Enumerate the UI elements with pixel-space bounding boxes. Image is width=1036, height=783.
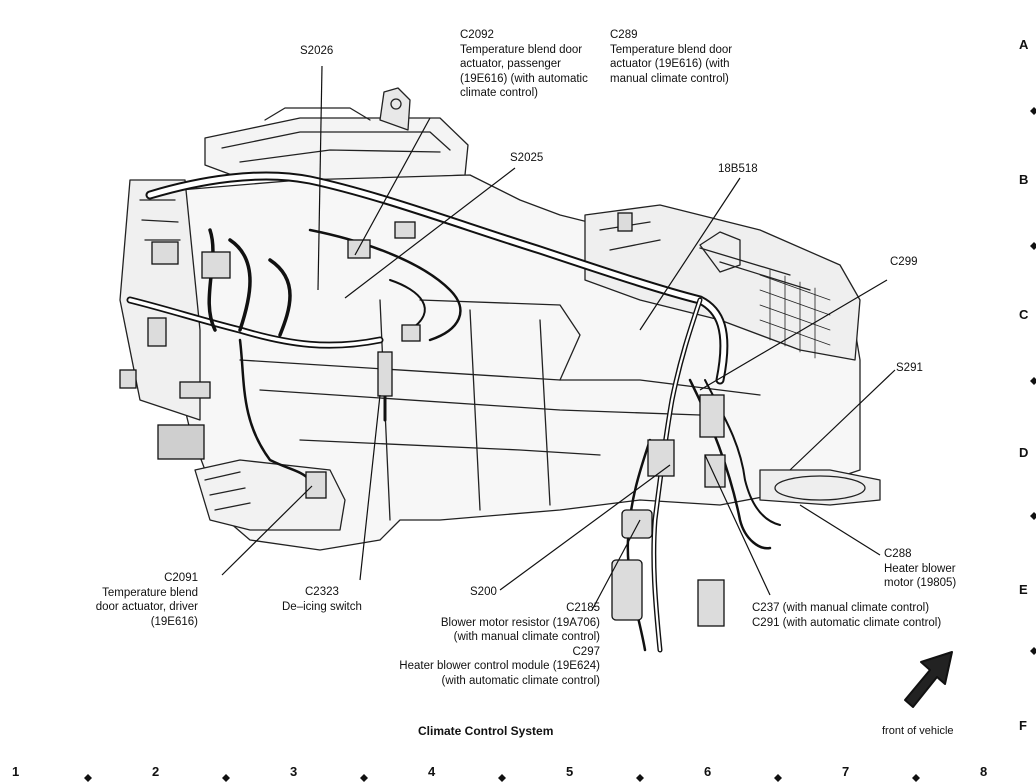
callout-s2025: S2025	[510, 151, 543, 166]
callout-line: Heater blower control module (19E624)	[399, 660, 600, 672]
grid-row-d: D	[1019, 445, 1029, 460]
callout-s200: S200	[470, 585, 497, 600]
grid-col-5: 5	[566, 764, 574, 779]
callout-line: 18B518	[718, 163, 758, 175]
callout-line: (with automatic climate control)	[441, 674, 601, 687]
front-of-vehicle-label: front of vehicle	[882, 725, 954, 737]
callout-line: S291	[896, 362, 923, 374]
callout-s2026: S2026	[300, 44, 333, 59]
callout-line: S2025	[510, 152, 544, 164]
callout-line: Heater blower	[884, 562, 956, 575]
grid-col-7: 7	[842, 764, 850, 779]
callout-line: S2026	[300, 45, 334, 57]
grid-row-a: A	[1019, 37, 1029, 52]
callout-line: Temperature blend	[102, 586, 198, 599]
callout-line: climate control)	[460, 87, 538, 99]
diagram-caption: Climate Control System	[418, 724, 554, 738]
grid-row-f: F	[1019, 718, 1027, 733]
callout-line: De–icing switch	[282, 600, 362, 613]
callout-line: C2092	[460, 29, 494, 41]
callout-line: C288	[884, 548, 912, 560]
callout-18b518: 18B518	[718, 162, 758, 177]
grid-row-c: C	[1019, 307, 1029, 322]
callout-line: C297	[572, 645, 601, 658]
callout-line: C2323	[305, 586, 339, 598]
front-arrow	[904, 651, 953, 708]
callout-line: C289	[610, 29, 638, 41]
grid-col-2: 2	[152, 764, 160, 779]
callout-line: Blower motor resistor (19A706)	[440, 616, 600, 629]
grid-col-4: 4	[428, 764, 436, 779]
callout-line: actuator (19E616) (with	[610, 58, 730, 70]
callout-line: actuator, passenger	[460, 58, 562, 70]
callout-line: (19E616) (with automatic	[460, 72, 588, 85]
callout-line: (19E616)	[150, 615, 198, 628]
callout-line: (with manual climate control)	[453, 631, 600, 643]
callout-line: C2091	[164, 572, 198, 584]
callout-line: motor (19805)	[884, 577, 957, 589]
callout-line: C291 (with automatic climate control)	[752, 616, 942, 629]
grid-col-8: 8	[980, 764, 988, 779]
callout-line: C2185	[566, 602, 600, 614]
grid-col-6: 6	[704, 764, 712, 779]
grid-row-e: E	[1019, 582, 1028, 597]
callout-line: Temperature blend door	[460, 43, 583, 56]
callout-c237-c291: C237 (with manual climate control) C291 (…	[752, 601, 941, 630]
callout-c299: C299	[890, 255, 918, 270]
callout-s291: S291	[896, 361, 923, 376]
grid-col-3: 3	[290, 764, 298, 779]
grid-col-1: 1	[12, 764, 20, 779]
callout-line: door actuator, driver	[95, 601, 198, 613]
callout-line: C299	[890, 256, 918, 268]
callout-line: C237 (with manual climate control)	[752, 602, 930, 614]
grid-row-b: B	[1019, 172, 1029, 187]
callout-line: S200	[470, 586, 497, 598]
callout-line: manual climate control)	[610, 72, 729, 85]
callout-line: Temperature blend door	[610, 43, 733, 56]
